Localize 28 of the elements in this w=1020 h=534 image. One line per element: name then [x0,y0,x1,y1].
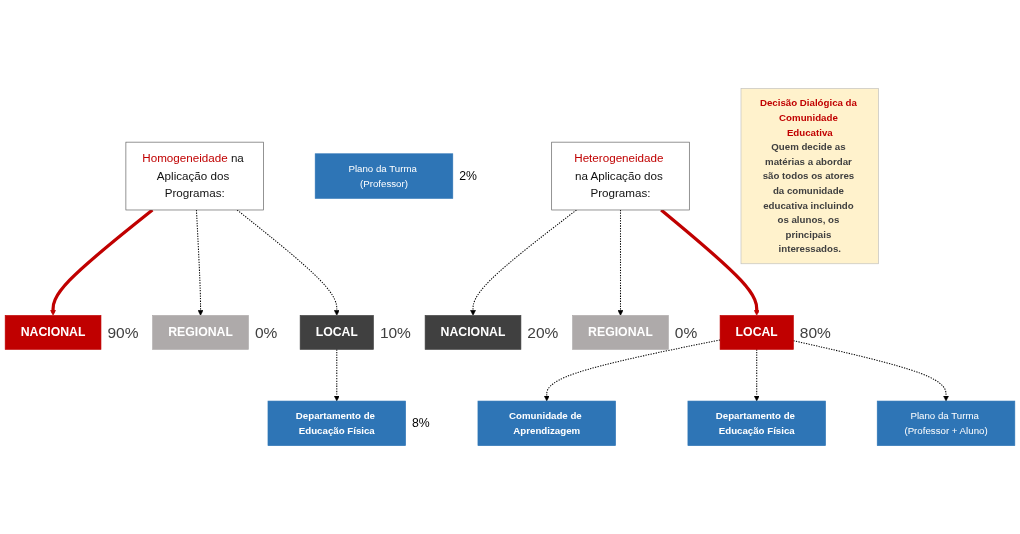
arrow [50,208,154,316]
node-box: LOCAL [719,315,794,350]
percentage-label: 2% [459,169,477,184]
percentage-label: 8% [412,416,430,431]
node-box: Homogeneidade na Aplicação dos Programas: [125,141,264,211]
node-box: Plano da Turma (Professor + Aluno) [876,400,1016,446]
node-box: NACIONAL [4,315,102,350]
node-box: NACIONAL [424,315,522,350]
node-box: Departamento de Educação Física [267,400,406,446]
arrow [792,340,949,402]
percentage-label: 90% [107,323,139,341]
node-box: REGIONAL [152,315,249,350]
percentage-label: 0% [254,323,278,341]
percentage-label: 0% [674,323,698,341]
arrow [470,209,577,316]
arrow [660,208,760,316]
node-box: Heterogeneidade na Aplicação dos Programas: [551,141,690,211]
node-box: Decisão Dialógica da Comunidade Educativa Quem decide as matérias a abordar são todos os atores da comunidade educativa incluindo os alunos, os principais interessados. [740,88,879,265]
node-box: REGIONAL [572,315,669,350]
arrow [543,339,721,402]
node-box: Plano da Turma (Professor) [314,153,454,199]
percentage-label: 20% [527,323,559,341]
node-box: LOCAL [299,315,374,350]
percentage-label: 10% [379,323,411,341]
node-box: Comunidade de Aprendizagem [477,400,616,446]
node-box: Departamento de Educação Física [687,400,826,446]
percentage-label: 80% [799,323,831,341]
arrow [236,209,340,316]
